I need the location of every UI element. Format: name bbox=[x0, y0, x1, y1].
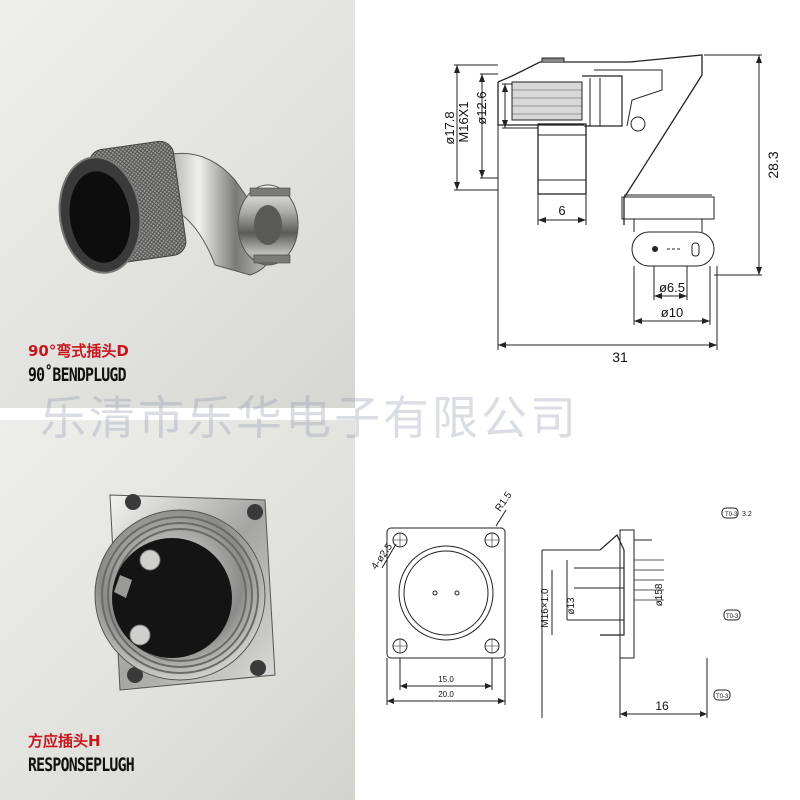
dim-d12-6: ø12.6 bbox=[474, 91, 489, 124]
response-plug-drawing: R1.5 4-ø2.5 15.0 20.0 M16×1.0 ø13 ø158 1… bbox=[369, 490, 752, 718]
dim-d10: ø10 bbox=[661, 305, 683, 320]
bend-plug-caption-cn: 90°弯式插头D bbox=[28, 342, 129, 360]
dim-sixteen: 16 bbox=[655, 699, 669, 713]
tol-label-3: T0-3 bbox=[726, 614, 739, 620]
tol-label-4: T0-3 bbox=[716, 694, 729, 700]
dim-m16: M16X1 bbox=[456, 101, 471, 142]
dim-m16-side: M16×1.0 bbox=[540, 588, 551, 628]
tol-label-2: 3.2 bbox=[742, 511, 752, 518]
bend-plug-drawing: ø17.8 M16X1 ø12.6 6 28.3 ø6.5 ø10 31 bbox=[442, 54, 781, 365]
dim-d15-8: ø158 bbox=[654, 583, 665, 606]
bend-plug-photo-panel: 90°弯式插头D 90˚BENDPLUGD bbox=[0, 0, 355, 408]
dim-six: 6 bbox=[558, 203, 565, 218]
dim-d17-8: ø17.8 bbox=[442, 111, 457, 144]
response-plug-caption-cn: 方应插头H bbox=[28, 732, 101, 750]
dim-d6-5: ø6.5 bbox=[659, 280, 685, 295]
company-watermark: 乐清市乐华电子有限公司 bbox=[40, 391, 579, 445]
dim-w20: 20.0 bbox=[438, 690, 454, 699]
response-plug-drawing-panel: R1.5 4-ø2.5 15.0 20.0 M16×1.0 ø13 ø158 1… bbox=[362, 420, 800, 800]
panel-divider bbox=[0, 408, 800, 420]
response-plug-caption-en: RESPONSEPLUGH bbox=[28, 754, 135, 776]
tol-label-1: T0-3 bbox=[725, 512, 738, 518]
bend-plug-photo bbox=[58, 140, 299, 276]
dim-w15: 15.0 bbox=[438, 675, 454, 684]
dim-h28-3: 28.3 bbox=[765, 151, 781, 178]
bend-plug-drawing-panel: ø17.8 M16X1 ø12.6 6 28.3 ø6.5 ø10 31 bbox=[362, 0, 800, 408]
bend-plug-caption-en: 90˚BENDPLUGD bbox=[28, 364, 127, 386]
dim-r1-5: R1.5 bbox=[493, 490, 514, 514]
response-plug-photo-panel: 方应插头H RESPONSEPLUGH bbox=[0, 420, 355, 800]
response-plug-photo bbox=[94, 494, 276, 691]
dim-d13: ø13 bbox=[566, 597, 577, 615]
dim-w31: 31 bbox=[612, 349, 628, 365]
